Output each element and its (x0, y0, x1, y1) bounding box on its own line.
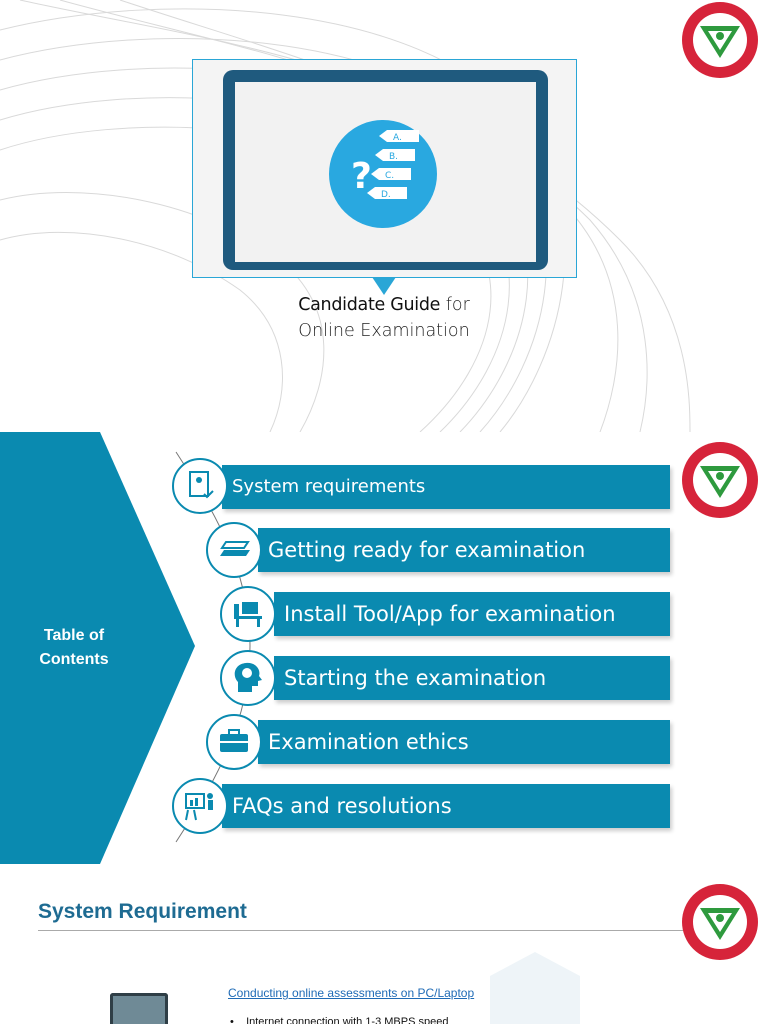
requirement-bullet: • Internet connection with 1-3 MBPS spee… (230, 1016, 449, 1024)
university-logo (682, 442, 758, 518)
head-idea-icon (220, 650, 276, 706)
toc-item-getting-ready[interactable]: Getting ready for examination (258, 528, 670, 572)
toc-item-system-requirements[interactable]: System requirements (222, 465, 670, 509)
slide-title: System Requirement (38, 900, 247, 923)
document-check-icon (172, 458, 228, 514)
question-mark-icon: ? (351, 156, 372, 197)
computer-desk-icon (220, 586, 276, 642)
presentation-icon (172, 778, 228, 834)
pc-laptop-link[interactable]: Conducting online assessments on PC/Lapt… (228, 986, 475, 1000)
cover-title-rest: for (440, 295, 470, 315)
cover-title: Candidate Guide for Online Examination (0, 292, 768, 344)
quiz-option-c: C. (385, 171, 394, 181)
system-requirement-slide: System Requirement Conducting online ass… (0, 864, 768, 1024)
quiz-option-a: A. (393, 133, 402, 143)
tablet-device-icon (110, 993, 168, 1024)
toc-item-starting-exam[interactable]: Starting the examination (274, 656, 670, 700)
cover-slide: ? A. B. C. D. Candidate Guide for Online… (0, 0, 768, 432)
toc-label: Table of Contents (39, 627, 109, 668)
briefcase-icon (206, 714, 262, 770)
stack-papers-icon (206, 522, 262, 578)
laptop-icon: ? A. B. C. D. (223, 70, 548, 270)
toc-item-faqs[interactable]: FAQs and resolutions (222, 784, 670, 828)
quiz-illustration: ? A. B. C. D. (192, 59, 577, 278)
university-logo (682, 2, 758, 78)
cover-title-line2: Online Examination (298, 321, 470, 341)
quiz-option-d: D. (381, 190, 391, 200)
university-logo (682, 884, 758, 960)
toc-item-examination-ethics[interactable]: Examination ethics (258, 720, 670, 764)
cover-title-bold: Candidate Guide (298, 295, 441, 315)
decorative-hexagon (490, 952, 580, 1024)
toc-slide: Table of Contents System requirements Ge… (0, 432, 768, 864)
title-divider (38, 930, 683, 931)
toc-arrow-banner (0, 432, 195, 864)
toc-item-install-tool[interactable]: Install Tool/App for examination (274, 592, 670, 636)
callout-pointer (372, 277, 396, 295)
quiz-option-b: B. (389, 152, 398, 162)
